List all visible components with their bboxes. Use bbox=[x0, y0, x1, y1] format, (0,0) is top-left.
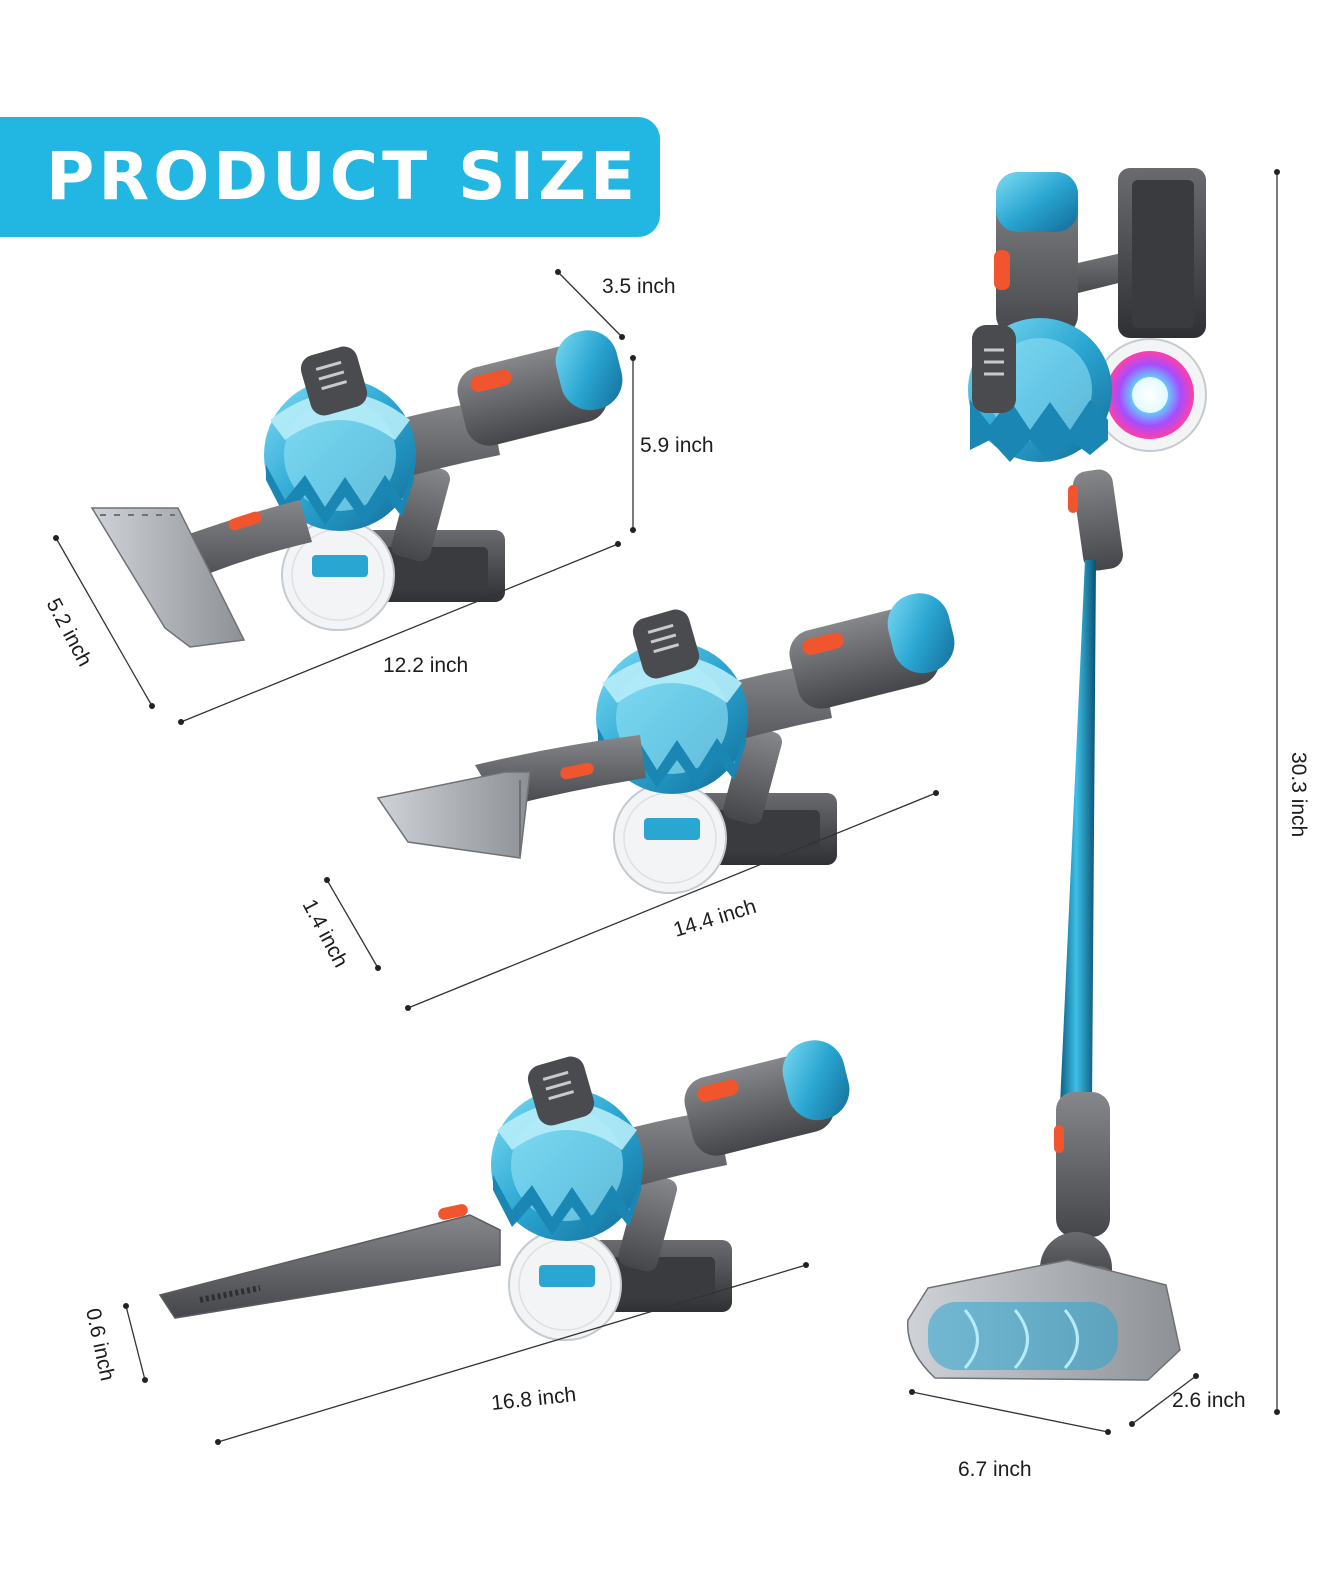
stick-height-label: 30.3 inch bbox=[1287, 752, 1310, 837]
title-banner: PRODUCT SIZE bbox=[0, 117, 660, 237]
crevice-length-label: 12.2 inch bbox=[383, 654, 468, 677]
crevice-height-label: 5.9 inch bbox=[640, 434, 714, 457]
head-width-label: 6.7 inch bbox=[958, 1458, 1032, 1481]
wide-tool-length-label: 14.4 inch bbox=[671, 895, 759, 942]
handheld-crevice-tool bbox=[90, 322, 631, 648]
handheld-wide-tool bbox=[376, 585, 963, 895]
dimension-lines bbox=[53, 169, 1280, 1445]
long-crevice-length-label: 16.8 inch bbox=[490, 1383, 577, 1415]
stick-vacuum bbox=[906, 168, 1207, 1381]
page-title: PRODUCT SIZE bbox=[46, 138, 640, 215]
wide-tool-height-label: 1.4 inch bbox=[298, 896, 353, 972]
long-crevice-height-label: 0.6 inch bbox=[81, 1306, 119, 1383]
crevice-width-label: 5.2 inch bbox=[42, 595, 97, 671]
crevice-depth-label: 3.5 inch bbox=[602, 275, 676, 298]
handheld-long-crevice-tool bbox=[158, 1032, 858, 1342]
head-depth-label: 2.6 inch bbox=[1172, 1389, 1246, 1412]
